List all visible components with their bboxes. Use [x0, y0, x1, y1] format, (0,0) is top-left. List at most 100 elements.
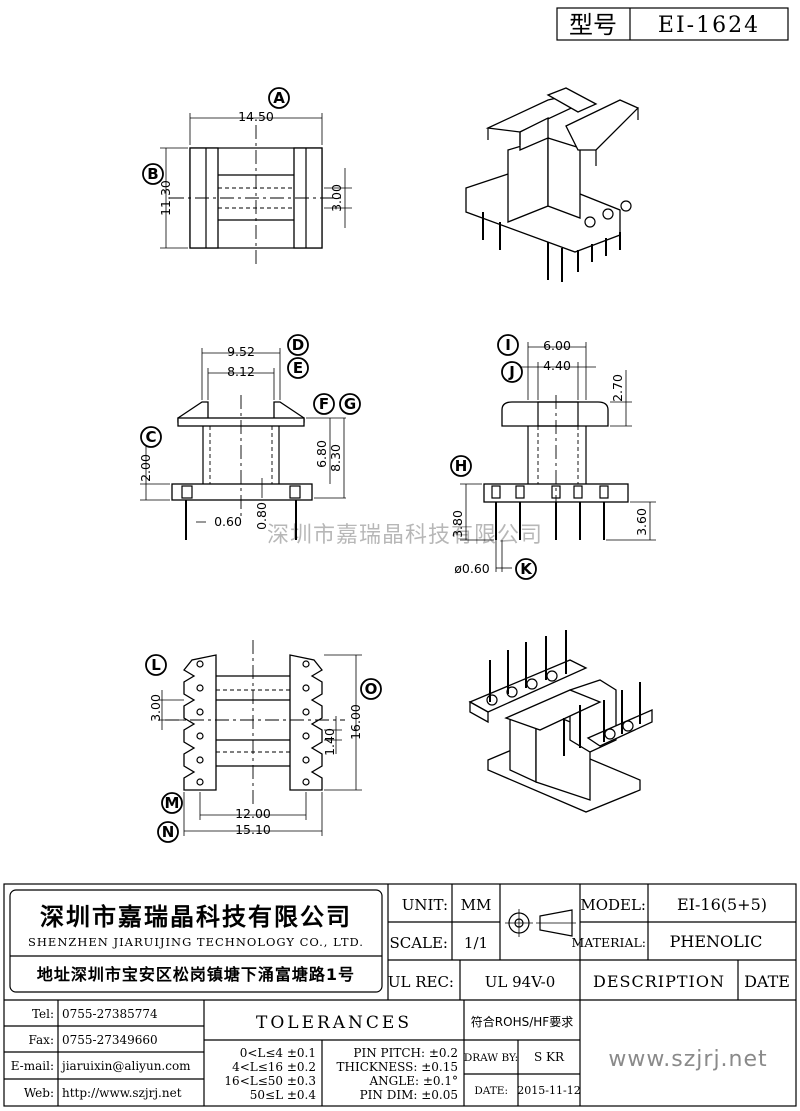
callout-j: J	[501, 361, 523, 383]
dim-side-c: 2.70	[610, 374, 625, 402]
dim-front-c: 6.80	[314, 440, 329, 468]
company-name-cn: 深圳市嘉瑞晶科技有限公司	[40, 903, 352, 931]
dim-top-c: 3.00	[329, 184, 344, 212]
model-value: EI-16(5+5)	[677, 895, 767, 914]
dim-front-g: 0.80	[254, 502, 269, 530]
svg-text:I: I	[505, 336, 511, 354]
title-block: 深圳市嘉瑞晶科技有限公司 SHENZHEN JIARUIJING TECHNOL…	[3, 883, 797, 1107]
company-name-en: SHENZHEN JIARUIJING TECHNOLOGY CO., LTD.	[28, 935, 364, 949]
svg-text:H: H	[455, 457, 468, 475]
callout-o: O	[360, 678, 382, 700]
dim-front-b: 8.12	[227, 364, 255, 379]
callout-c: C	[140, 426, 162, 448]
fax-label: Fax:	[29, 1033, 54, 1047]
dim-front-a: 9.52	[227, 344, 255, 359]
dim-side-e: 3.60	[634, 508, 649, 536]
rohs-note: 符合ROHS/HF要求	[471, 1014, 573, 1029]
callout-m: M	[161, 792, 183, 814]
drawby-value: S KR	[534, 1050, 565, 1064]
callout-g: G	[339, 393, 361, 415]
watermark-text: 深圳市嘉瑞晶科技有限公司	[267, 523, 543, 548]
type-box: 型号 EI-1624	[556, 7, 789, 41]
svg-text:N: N	[162, 823, 175, 841]
svg-text:J: J	[508, 363, 515, 381]
dim-side-b: 4.40	[543, 358, 571, 373]
dim-bottom-c: 1.40	[322, 728, 337, 756]
svg-text:O: O	[365, 680, 378, 698]
dim-side-a: 6.00	[543, 338, 571, 353]
dim-bottom-b: 16.00	[348, 704, 363, 740]
type-value: EI-1624	[658, 13, 760, 38]
svg-text:C: C	[145, 428, 156, 446]
material-label: MATERIAL:	[572, 935, 647, 950]
company-address: 地址深圳市宝安区松岗镇塘下涌富塘路1号	[37, 965, 355, 984]
tolerances-title: TOLERANCES	[256, 1013, 412, 1033]
pin-dim: PIN DIM: ±0.05	[360, 1088, 458, 1102]
bottom-view: 3.00 16.00 1.40 12.00 15.10	[148, 640, 363, 837]
description-label: DESCRIPTION	[593, 972, 725, 991]
email-label: E-mail:	[11, 1059, 54, 1073]
iso-view-bottom	[468, 630, 653, 813]
dim-front-d: 8.30	[328, 444, 343, 472]
pin-pitch: PIN PITCH: ±0.2	[353, 1046, 458, 1060]
date-field-value: 2015-11-12	[517, 1084, 580, 1097]
callout-e: E	[287, 357, 309, 379]
unit-label: UNIT:	[402, 896, 448, 914]
pin-thickness: THICKNESS: ±0.15	[337, 1060, 458, 1074]
svg-text:D: D	[292, 336, 304, 354]
svg-text:F: F	[319, 395, 329, 413]
svg-text:M: M	[165, 794, 180, 812]
svg-text:K: K	[520, 560, 533, 578]
callout-f: F	[313, 393, 335, 415]
tel-label: Tel:	[32, 1007, 54, 1021]
tolerance-row-4: 50≤L ±0.4	[250, 1088, 317, 1102]
callouts: A B C D E F G H I J K L M N O	[140, 87, 537, 843]
unit-value: MM	[461, 896, 492, 914]
callout-n: N	[157, 821, 179, 843]
side-view: 6.00 4.40 2.70 3.80 3.60 ø0.60	[450, 338, 656, 576]
dim-top-b: 11.30	[158, 180, 173, 216]
dim-front-e: 2.00	[138, 454, 153, 482]
svg-text:A: A	[273, 89, 285, 107]
tolerance-row-1: 0<L≤4 ±0.1	[240, 1046, 316, 1060]
scale-value: 1/1	[464, 934, 488, 952]
model-label: MODEL:	[580, 896, 646, 914]
callout-b: B	[142, 163, 164, 185]
date-header: DATE	[744, 972, 790, 991]
type-label: 型号	[569, 11, 617, 39]
iso-view-top	[465, 87, 640, 282]
svg-text:G: G	[344, 395, 356, 413]
callout-h: H	[450, 455, 472, 477]
pin-angle: ANGLE: ±0.1°	[369, 1074, 458, 1088]
fax-value: 0755-27349660	[62, 1033, 158, 1047]
top-view: 14.50 11.30 3.00	[158, 109, 352, 265]
tel-value: 0755-27385774	[62, 1007, 158, 1021]
svg-text:L: L	[151, 656, 161, 674]
dim-side-f: ø0.60	[454, 561, 490, 576]
dim-bottom-d: 12.00	[235, 806, 271, 821]
web-label: Web:	[24, 1086, 54, 1100]
callout-k: K	[515, 558, 537, 580]
scale-label: SCALE:	[389, 934, 448, 952]
drawby-label: DRAW BY:	[464, 1052, 518, 1064]
ulrec-label: UL REC:	[388, 973, 454, 991]
callout-l: L	[145, 654, 167, 676]
svg-text:B: B	[147, 165, 158, 183]
web-value: http://www.szjrj.net	[62, 1086, 182, 1100]
tolerance-row-2: 4<L≤16 ±0.2	[232, 1060, 316, 1074]
dim-front-f: 0.60	[214, 514, 242, 529]
dim-top-a: 14.50	[238, 109, 274, 124]
front-view: 9.52 8.12 6.80 8.30 2.00 0.60 0.80	[138, 344, 346, 540]
material-value: PHENOLIC	[670, 932, 763, 951]
svg-text:E: E	[293, 359, 303, 377]
email-value: jiaruixin@aliyun.com	[60, 1059, 191, 1073]
ulrec-value: UL 94V-0	[485, 973, 556, 991]
dim-side-d: 3.80	[450, 510, 465, 538]
dim-bottom-a: 3.00	[148, 694, 163, 722]
callout-a: A	[268, 87, 290, 109]
dim-bottom-e: 15.10	[235, 822, 271, 837]
callout-i: I	[497, 334, 519, 356]
callout-d: D	[287, 334, 309, 356]
website-watermark: www.szjrj.net	[608, 1047, 767, 1072]
